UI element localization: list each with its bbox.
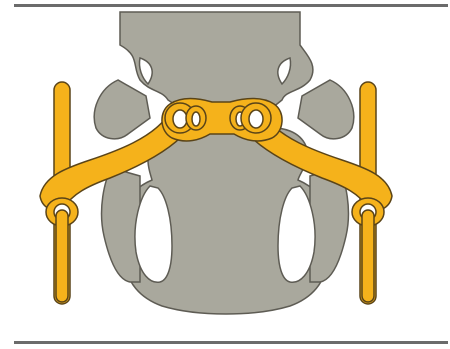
vertebra-left-lobe [94,80,150,139]
top-rule-line [14,4,448,7]
connector-ring-left-hole [173,110,187,128]
vertebra-right-lobe [298,80,354,139]
right-screw [352,198,384,302]
vertebra-left-lateral-process [102,168,140,282]
right-screw-shaft [362,210,374,302]
left-screw-shaft [56,210,68,302]
bottom-rule-line [14,341,448,344]
left-screw [46,198,78,302]
connector-ring-right-hole [249,110,263,128]
connector-ring-center-left-hole [192,112,200,126]
